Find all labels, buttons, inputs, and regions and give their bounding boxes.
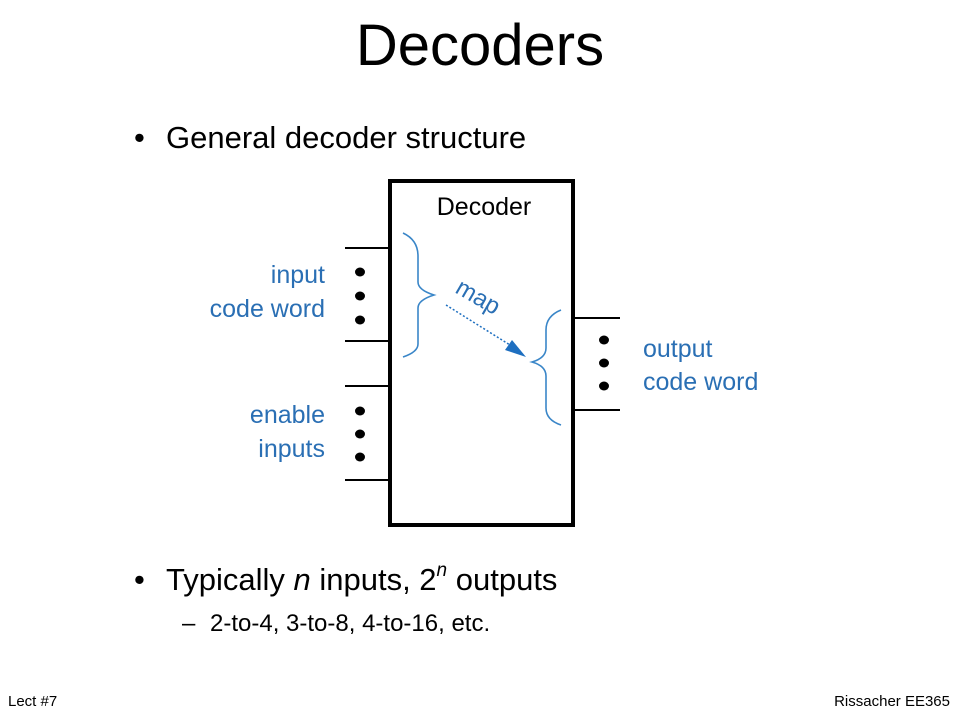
map-arrow-head: [505, 340, 526, 357]
sub-bullet-examples: – 2-to-4, 3-to-8, 4-to-16, etc.: [182, 608, 491, 640]
output-label-line2: code word: [643, 368, 758, 396]
bullet-general-structure: • General decoder structure: [134, 118, 527, 158]
bullet-text: General decoder structure: [166, 120, 527, 155]
input-label-line2: code word: [210, 295, 325, 323]
bullet-text-mid: inputs, 2: [310, 562, 437, 597]
bullet-text-suffix: outputs: [447, 562, 558, 597]
bullet-superscript-n: n: [436, 560, 448, 581]
input-code-word-label: input code word: [210, 261, 325, 323]
output-label-line1: output: [643, 335, 713, 363]
enable-label-line2: inputs: [258, 435, 325, 463]
enable-label-line1: enable: [250, 401, 325, 429]
input-lines: [345, 247, 390, 481]
decoder-box: [388, 179, 575, 527]
output-code-word-label: output code word: [643, 335, 758, 396]
input-label-line1: input: [271, 261, 325, 289]
footer-author-course: Rissacher EE365: [834, 693, 950, 710]
decoder-box-label: Decoder: [437, 193, 532, 221]
bullet-var-n: n: [293, 562, 311, 597]
sub-bullet-text: 2-to-4, 3-to-8, 4-to-16, etc.: [210, 610, 491, 637]
footer-lecture-number: Lect #7: [8, 693, 58, 710]
output-lines: [573, 317, 620, 411]
bullet-dot: •: [134, 562, 145, 597]
slide-title: Decoders: [355, 13, 605, 78]
input-dots: [355, 267, 365, 462]
bullet-text-prefix: Typically: [166, 562, 294, 597]
input-brace: [402, 232, 437, 358]
output-brace: [529, 309, 562, 426]
map-arrow-line: [445, 304, 511, 346]
enable-inputs-label: enable inputs: [250, 401, 325, 463]
bullet-typical-io: • Typically n inputs, 2n outputs: [134, 560, 558, 600]
sub-bullet-dash: –: [182, 610, 196, 637]
output-dots: [599, 335, 609, 391]
bullet-dot: •: [134, 120, 145, 155]
